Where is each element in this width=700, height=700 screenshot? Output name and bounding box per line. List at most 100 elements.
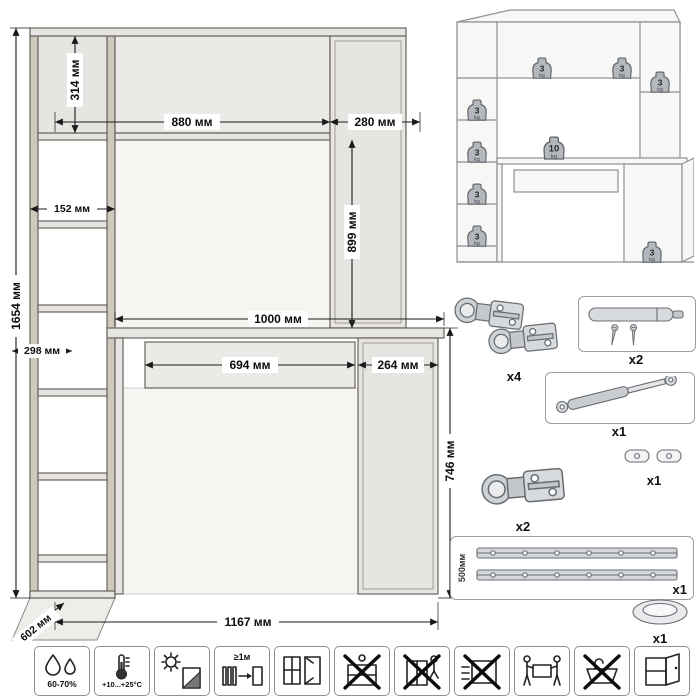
wall-opening-lower <box>122 387 359 595</box>
slides-qty: x1 <box>672 582 687 597</box>
no-climbing-icon <box>403 654 441 690</box>
svg-text:10: 10 <box>549 144 559 154</box>
hardware-bowl-group: x1 <box>628 598 692 646</box>
main-furniture-drawing: 1654 мм 314 мм 880 мм 280 мм 899 мм <box>8 27 458 648</box>
dimension-hutch-width: 880 мм <box>54 112 330 132</box>
pedestal-door-inset <box>362 342 434 590</box>
hinges2-qty: x2 <box>515 519 531 534</box>
care-doors-open <box>634 646 690 696</box>
svg-text:298 мм: 298 мм <box>24 345 60 357</box>
ladder-left-board <box>29 35 39 599</box>
ladder-shelf <box>37 220 108 229</box>
gas-lift-qty: x1 <box>611 424 627 439</box>
ladder-shelf <box>37 388 108 397</box>
svg-text:880 мм: 880 мм <box>171 115 212 129</box>
dimension-hutch-height: 314 мм <box>67 36 83 133</box>
care-no-washing <box>574 646 630 696</box>
sunlight-icon <box>161 652 201 689</box>
svg-text:3: 3 <box>475 105 480 115</box>
svg-text:kg: kg <box>619 73 625 79</box>
svg-text:kg: kg <box>474 199 480 205</box>
ventilation-window-icon <box>283 656 321 685</box>
gas-lift-icon <box>556 376 677 414</box>
ladder-shelf <box>37 132 108 141</box>
svg-text:694 мм: 694 мм <box>229 358 270 372</box>
desk-left-panel-outline <box>496 163 503 263</box>
ladder-shelf <box>37 554 108 563</box>
desk-left-panel <box>114 337 124 595</box>
distance-label: ≥1м <box>234 652 251 662</box>
svg-text:3: 3 <box>475 189 480 199</box>
hardware-damper-group: x2 <box>578 296 696 367</box>
hardware-hinges2-group: x2 <box>468 456 578 534</box>
care-carry-two-persons <box>514 646 570 696</box>
dimension-right-column-height: 899 мм <box>344 140 360 328</box>
damper-qty: x2 <box>628 352 644 367</box>
drawer-slide-icon: 500мм <box>457 547 678 582</box>
temperature-label: +10...+25°C <box>101 679 143 689</box>
wall-opening-upper <box>114 139 331 329</box>
open-flap-door <box>456 9 681 23</box>
svg-text:3: 3 <box>650 247 655 257</box>
svg-text:kg: kg <box>551 154 557 160</box>
svg-text:314 мм: 314 мм <box>68 59 82 100</box>
care-temperature: +10...+25°C <box>94 646 150 696</box>
dimension-top-right-width: 280 мм <box>330 112 421 132</box>
weight-icon: 3 kg <box>467 99 487 121</box>
open-door-icon <box>645 653 680 686</box>
ladder-right-board <box>106 35 116 599</box>
weight-icon: 3 kg <box>650 71 670 93</box>
svg-text:1000 мм: 1000 мм <box>254 312 302 326</box>
svg-text:3: 3 <box>475 147 480 157</box>
ladder-bottom-board <box>29 590 116 599</box>
ladder-shelf <box>37 304 108 313</box>
svg-text:kg: kg <box>474 157 480 163</box>
hinge-icon <box>452 295 559 356</box>
hardware-slides-group: 500мм x1 <box>450 536 694 600</box>
care-heat-distance: ≥1м <box>214 646 270 696</box>
svg-text:152 мм: 152 мм <box>54 203 90 215</box>
dimension-shelf-width: 152 мм <box>30 201 115 217</box>
dimension-desktop-width: 1000 мм <box>114 311 445 327</box>
fitting-icon <box>624 449 682 463</box>
svg-text:280 мм: 280 мм <box>354 115 395 129</box>
weight-icon: 3 kg <box>467 225 487 247</box>
care-no-direct-sunlight <box>154 646 210 696</box>
svg-text:kg: kg <box>474 241 480 247</box>
dimension-drawer-width: 694 мм <box>145 357 355 373</box>
care-ventilation <box>274 646 330 696</box>
right-column-cabinet <box>329 35 407 329</box>
dimension-lower-shelf-width: 298 мм <box>11 344 72 358</box>
carry-two-persons-icon <box>523 655 561 686</box>
hutch-top-board <box>29 27 407 37</box>
desktop-outline <box>496 157 688 165</box>
hinge-icon <box>480 467 566 507</box>
temperature-icon <box>116 653 130 679</box>
dimension-pedestal-width: 264 мм <box>358 357 438 373</box>
svg-text:kg: kg <box>539 73 545 79</box>
weight-icon: 3 kg <box>532 57 552 79</box>
svg-text:3: 3 <box>658 77 663 87</box>
care-no-climbing <box>394 646 450 696</box>
svg-text:899 мм: 899 мм <box>345 211 359 252</box>
svg-text:kg: kg <box>649 257 655 263</box>
door-damper-icon <box>588 307 684 347</box>
svg-text:kg: kg <box>474 115 480 121</box>
humidity-label: 60-70% <box>47 679 77 689</box>
bowl-icon <box>632 599 688 625</box>
svg-text:kg: kg <box>657 87 663 93</box>
care-no-dragging <box>454 646 510 696</box>
dimension-total-height: 1654 мм <box>8 27 30 599</box>
drawer-outline <box>513 169 619 193</box>
heat-distance-icon: ≥1м <box>222 652 263 686</box>
svg-text:1167 мм: 1167 мм <box>224 615 271 629</box>
load-limit-diagram: 3 kg 3 kg 3 kg 3 kg 3 kg 3 kg 10 kg 3 kg… <box>456 9 694 263</box>
right-column-door-inset <box>334 40 402 324</box>
hinges-qty: x4 <box>506 369 522 384</box>
weight-icon: 3 kg <box>612 57 632 79</box>
weight-icon: 3 kg <box>642 241 662 263</box>
care-humidity: 60-70% <box>34 646 90 696</box>
dimension-total-width: 1167 мм <box>54 602 439 630</box>
svg-text:3: 3 <box>620 63 625 73</box>
care-icons-row: 60-70% +10...+25°C ≥1м <box>34 646 690 696</box>
